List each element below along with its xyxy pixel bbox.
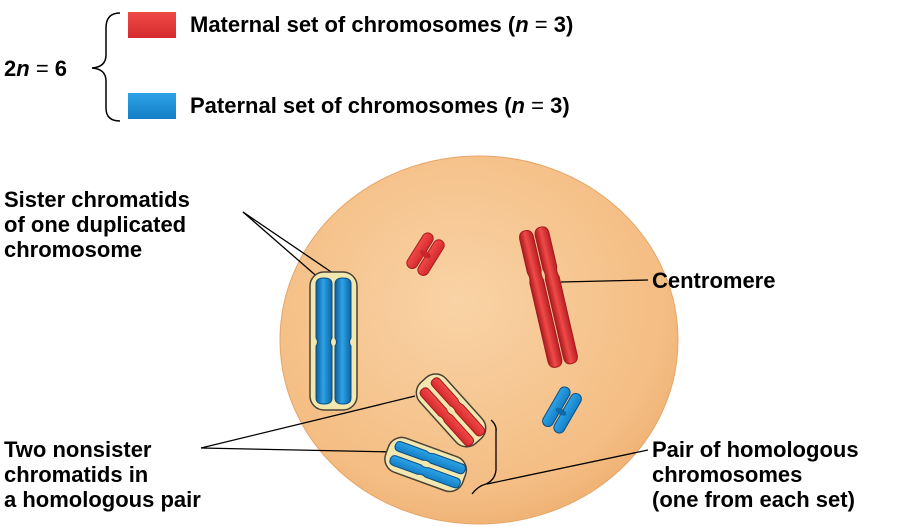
centromere-label: Centromere (652, 268, 775, 293)
paternal-text: Paternal set of chromosomes ( (190, 93, 512, 118)
paternal-swatch (128, 93, 176, 119)
paternal-eq: = (525, 93, 550, 118)
maternal-var: n (515, 12, 528, 37)
ploidy-prefix: 2 (4, 56, 16, 81)
paternal-legend-label: Paternal set of chromosomes (n = 3) (190, 93, 570, 119)
maternal-value: 3 (554, 12, 566, 37)
maternal-eq: = (529, 12, 554, 37)
blue-chromatid-right (335, 278, 351, 404)
ploidy-value: 6 (55, 56, 67, 81)
maternal-swatch (128, 12, 176, 38)
blue-chromatid-left (316, 278, 332, 404)
paternal-close: ) (562, 93, 569, 118)
maternal-text: Maternal set of chromosomes ( (190, 12, 515, 37)
homologous-pair-label: Pair of homologous chromosomes (one from… (652, 437, 859, 512)
paternal-value: 3 (550, 93, 562, 118)
maternal-close: ) (566, 12, 573, 37)
ploidy-eq: = (30, 56, 55, 81)
paternal-var: n (512, 93, 525, 118)
nonsister-label: Two nonsister chromatids in a homologous… (4, 437, 201, 512)
ploidy-label: 2n = 6 (4, 56, 67, 82)
legend-brace (92, 13, 120, 121)
chromosome-blue-vertical (310, 272, 357, 410)
ploidy-var: n (16, 56, 29, 81)
sister-chromatids-label: Sister chromatids of one duplicated chro… (4, 187, 190, 262)
maternal-legend-label: Maternal set of chromosomes (n = 3) (190, 12, 573, 38)
